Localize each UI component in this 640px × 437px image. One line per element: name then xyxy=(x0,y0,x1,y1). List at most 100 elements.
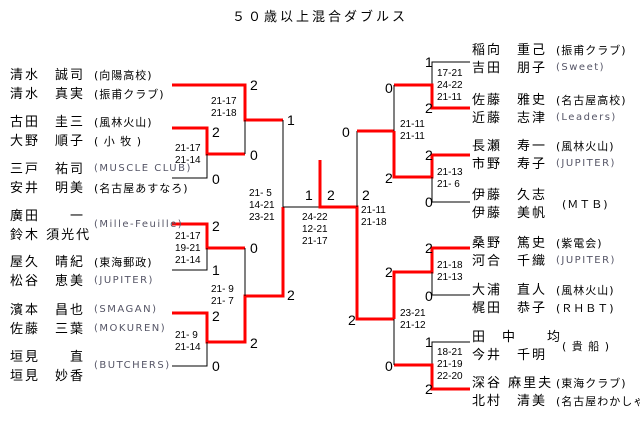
team-affiliation: (ＭＴＢ) xyxy=(562,198,609,211)
team-affiliation: (Leaders) xyxy=(556,112,617,123)
games-won-label: 2 xyxy=(212,124,220,140)
player-name: 近藤 志津 xyxy=(472,111,548,126)
team-affiliation: (MUSCLE CLUB) xyxy=(94,163,192,174)
team-affiliation: (東海郵政) xyxy=(94,256,153,269)
player-name: 伊藤 久志 xyxy=(472,188,548,203)
team-affiliation: (ＲＨＢＴ) xyxy=(556,302,615,315)
games-won-label: 2 xyxy=(425,100,433,116)
team-affiliation: (名古屋わかしゃち) xyxy=(556,395,640,408)
match-score: 21- 5 14-21 23-21 xyxy=(249,188,275,223)
match-score: 18-21 21-19 22-20 xyxy=(437,347,463,382)
bracket-line xyxy=(172,248,208,271)
winner-path-line xyxy=(172,207,285,344)
team-affiliation: (名古屋あすなろ) xyxy=(94,182,189,195)
player-name: 屋久 晴紀 xyxy=(10,255,86,270)
player-name: 松谷 恵美 xyxy=(10,274,86,289)
team-affiliation: (風林火山) xyxy=(556,284,615,297)
player-name: 三戸 祐司 xyxy=(10,162,86,177)
team-affiliation: ( 貴 船 ) xyxy=(562,340,611,353)
player-name: 深谷 麻里夫 xyxy=(472,376,554,391)
winner-path-line xyxy=(172,83,283,122)
games-won-label: 2 xyxy=(250,77,258,93)
match-score: 21-17 19-21 21-14 xyxy=(175,231,201,266)
games-won-label: 1 xyxy=(425,334,433,350)
bracket-line xyxy=(431,272,470,296)
player-name: 吉田 朋子 xyxy=(472,61,548,76)
team-affiliation: ( 小 牧 ) xyxy=(94,135,143,148)
team-affiliation: (向陽高校) xyxy=(94,69,153,82)
games-won-label: 2 xyxy=(212,308,220,324)
match-score: 17-21 24-22 21-11 xyxy=(437,68,463,103)
games-won-label: 0 xyxy=(425,194,433,210)
team-affiliation: (MOKUREN) xyxy=(94,323,167,334)
games-won-label: 1 xyxy=(305,187,313,203)
player-name: 濱本 昌也 xyxy=(10,303,86,318)
player-name: 今井 千明 xyxy=(472,348,548,363)
player-name: 北村 清美 xyxy=(472,394,548,409)
player-name: 田 中 均 xyxy=(472,330,563,345)
team-affiliation: (BUTCHERS) xyxy=(94,360,171,371)
games-won-label: 2 xyxy=(212,218,220,234)
bracket-line xyxy=(172,154,208,179)
match-score: 21-17 21-14 xyxy=(175,143,201,166)
player-name: 河合 千織 xyxy=(472,254,548,269)
games-won-label: 2 xyxy=(287,287,295,303)
player-name: 古田 圭三 xyxy=(10,115,86,130)
player-name: 梶田 恭子 xyxy=(472,301,548,316)
match-score: 21-17 21-18 xyxy=(211,96,237,119)
games-won-label: 2 xyxy=(385,170,393,186)
team-affiliation: (振甫クラブ) xyxy=(556,44,627,57)
winner-path-line xyxy=(394,363,470,391)
winner-path-line xyxy=(172,222,245,250)
player-name: 伊藤 美帆 xyxy=(472,206,548,221)
bracket-line xyxy=(431,177,470,203)
games-won-label: 0 xyxy=(425,288,433,304)
team-affiliation: (振甫クラブ) xyxy=(94,88,165,101)
games-won-label: 1 xyxy=(212,262,220,278)
page-title: ５０歳以上混合ダブルス xyxy=(231,10,408,25)
team-affiliation: (紫電会) xyxy=(556,237,603,250)
match-score: 23-21 21-12 xyxy=(400,308,426,331)
bracket-line xyxy=(172,342,208,367)
team-affiliation: (風林火山) xyxy=(556,140,615,153)
match-score: 24-22 12-21 21-17 xyxy=(302,212,328,247)
games-won-label: 2 xyxy=(250,335,258,351)
games-won-label: 1 xyxy=(287,112,295,128)
player-name: 垣見 直 xyxy=(10,350,86,365)
games-won-label: 2 xyxy=(425,147,433,163)
games-won-label: 2 xyxy=(362,187,370,203)
team-affiliation: (Sweet) xyxy=(556,62,606,73)
games-won-label: 2 xyxy=(348,312,356,328)
player-name: 清水 誠司 xyxy=(10,68,86,83)
team-affiliation: (JUPITER) xyxy=(94,275,154,286)
games-won-label: 0 xyxy=(385,358,393,374)
games-won-label: 0 xyxy=(250,147,258,163)
player-name: 長瀬 寿一 xyxy=(472,139,548,154)
player-name: 清水 真実 xyxy=(10,87,86,102)
team-affiliation: (JUPITER) xyxy=(556,158,616,169)
team-affiliation: (東海クラブ) xyxy=(556,377,627,390)
games-won-label: 1 xyxy=(425,54,433,70)
games-won-label: 2 xyxy=(425,240,433,256)
games-won-label: 0 xyxy=(250,240,258,256)
team-affiliation: (SMAGAN) xyxy=(94,304,158,315)
team-affiliation: (Mille-Feuille) xyxy=(94,219,184,230)
player-name: 大野 順子 xyxy=(10,134,86,149)
player-name: 廣田 一 xyxy=(10,209,86,224)
games-won-label: 2 xyxy=(327,187,335,203)
games-won-label: 0 xyxy=(385,80,393,96)
games-won-label: 0 xyxy=(212,358,220,374)
match-score: 21-11 21-11 xyxy=(400,119,425,142)
player-name: 桑野 篤史 xyxy=(472,236,548,251)
team-affiliation: (風林火山) xyxy=(94,116,153,129)
match-score: 21-18 21-13 xyxy=(437,260,463,283)
winner-path-line xyxy=(394,83,470,110)
player-name: 垣見 妙香 xyxy=(10,369,86,384)
bracket-line xyxy=(431,61,470,85)
player-name: 大浦 直人 xyxy=(472,283,548,298)
games-won-label: 2 xyxy=(425,381,433,397)
bracket-line xyxy=(431,341,470,365)
match-score: 21- 9 21- 7 xyxy=(211,284,234,307)
